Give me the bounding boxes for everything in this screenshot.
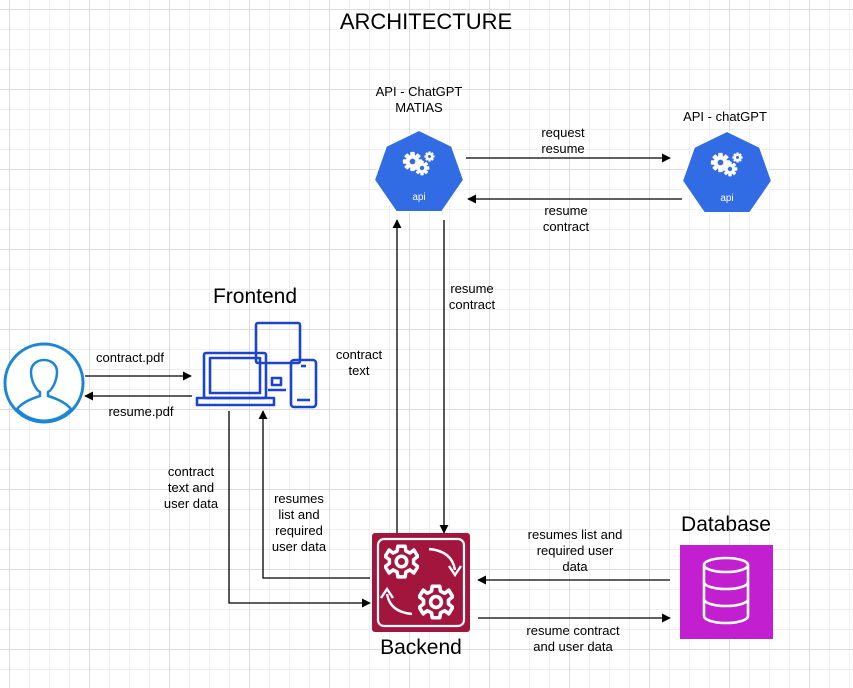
edge-label-frontend-to-user: resume.pdf (108, 404, 174, 419)
edge-label-user-to-frontend: contract.pdf (96, 350, 164, 365)
edge-backend-to-frontend (258, 410, 370, 579)
api-chatgpt-label: API - chatGPT (683, 109, 767, 124)
backend-label: Backend (380, 636, 462, 659)
api-matias-label: API - ChatGPT MATIAS (375, 84, 463, 115)
frontend-label: Frontend (212, 285, 298, 308)
edge-label-frontend-to-backend: contract text and user data (163, 464, 219, 511)
edge-label-api-matias-to-chatgpt: request resume (541, 125, 585, 156)
api-badge: api (412, 192, 425, 203)
edge-label-backend-to-frontend: resumes list and required user data (271, 491, 327, 554)
api-badge: api (720, 193, 733, 204)
database-label: Database (681, 513, 771, 536)
api-gears-icon: api (680, 129, 774, 214)
edge-frontend-to-backend (228, 411, 371, 608)
api-gears-icon: api (372, 128, 466, 213)
user-icon (3, 342, 85, 424)
edge-label-api-matias-to-backend: resume contract (448, 281, 496, 312)
edge-label-backend-to-api-matias: contract text (335, 347, 383, 378)
edge-label-chatgpt-to-api-matias: resume contract (542, 203, 590, 234)
backend-gears-icon (372, 533, 470, 632)
edge-label-backend-to-database: resume contract and user data (526, 623, 620, 654)
database-icon (680, 545, 773, 639)
devices-icon (195, 321, 318, 409)
edge-label-database-to-backend: resumes list and required user data (527, 527, 623, 574)
page-title: ARCHITECTURE (339, 9, 513, 34)
